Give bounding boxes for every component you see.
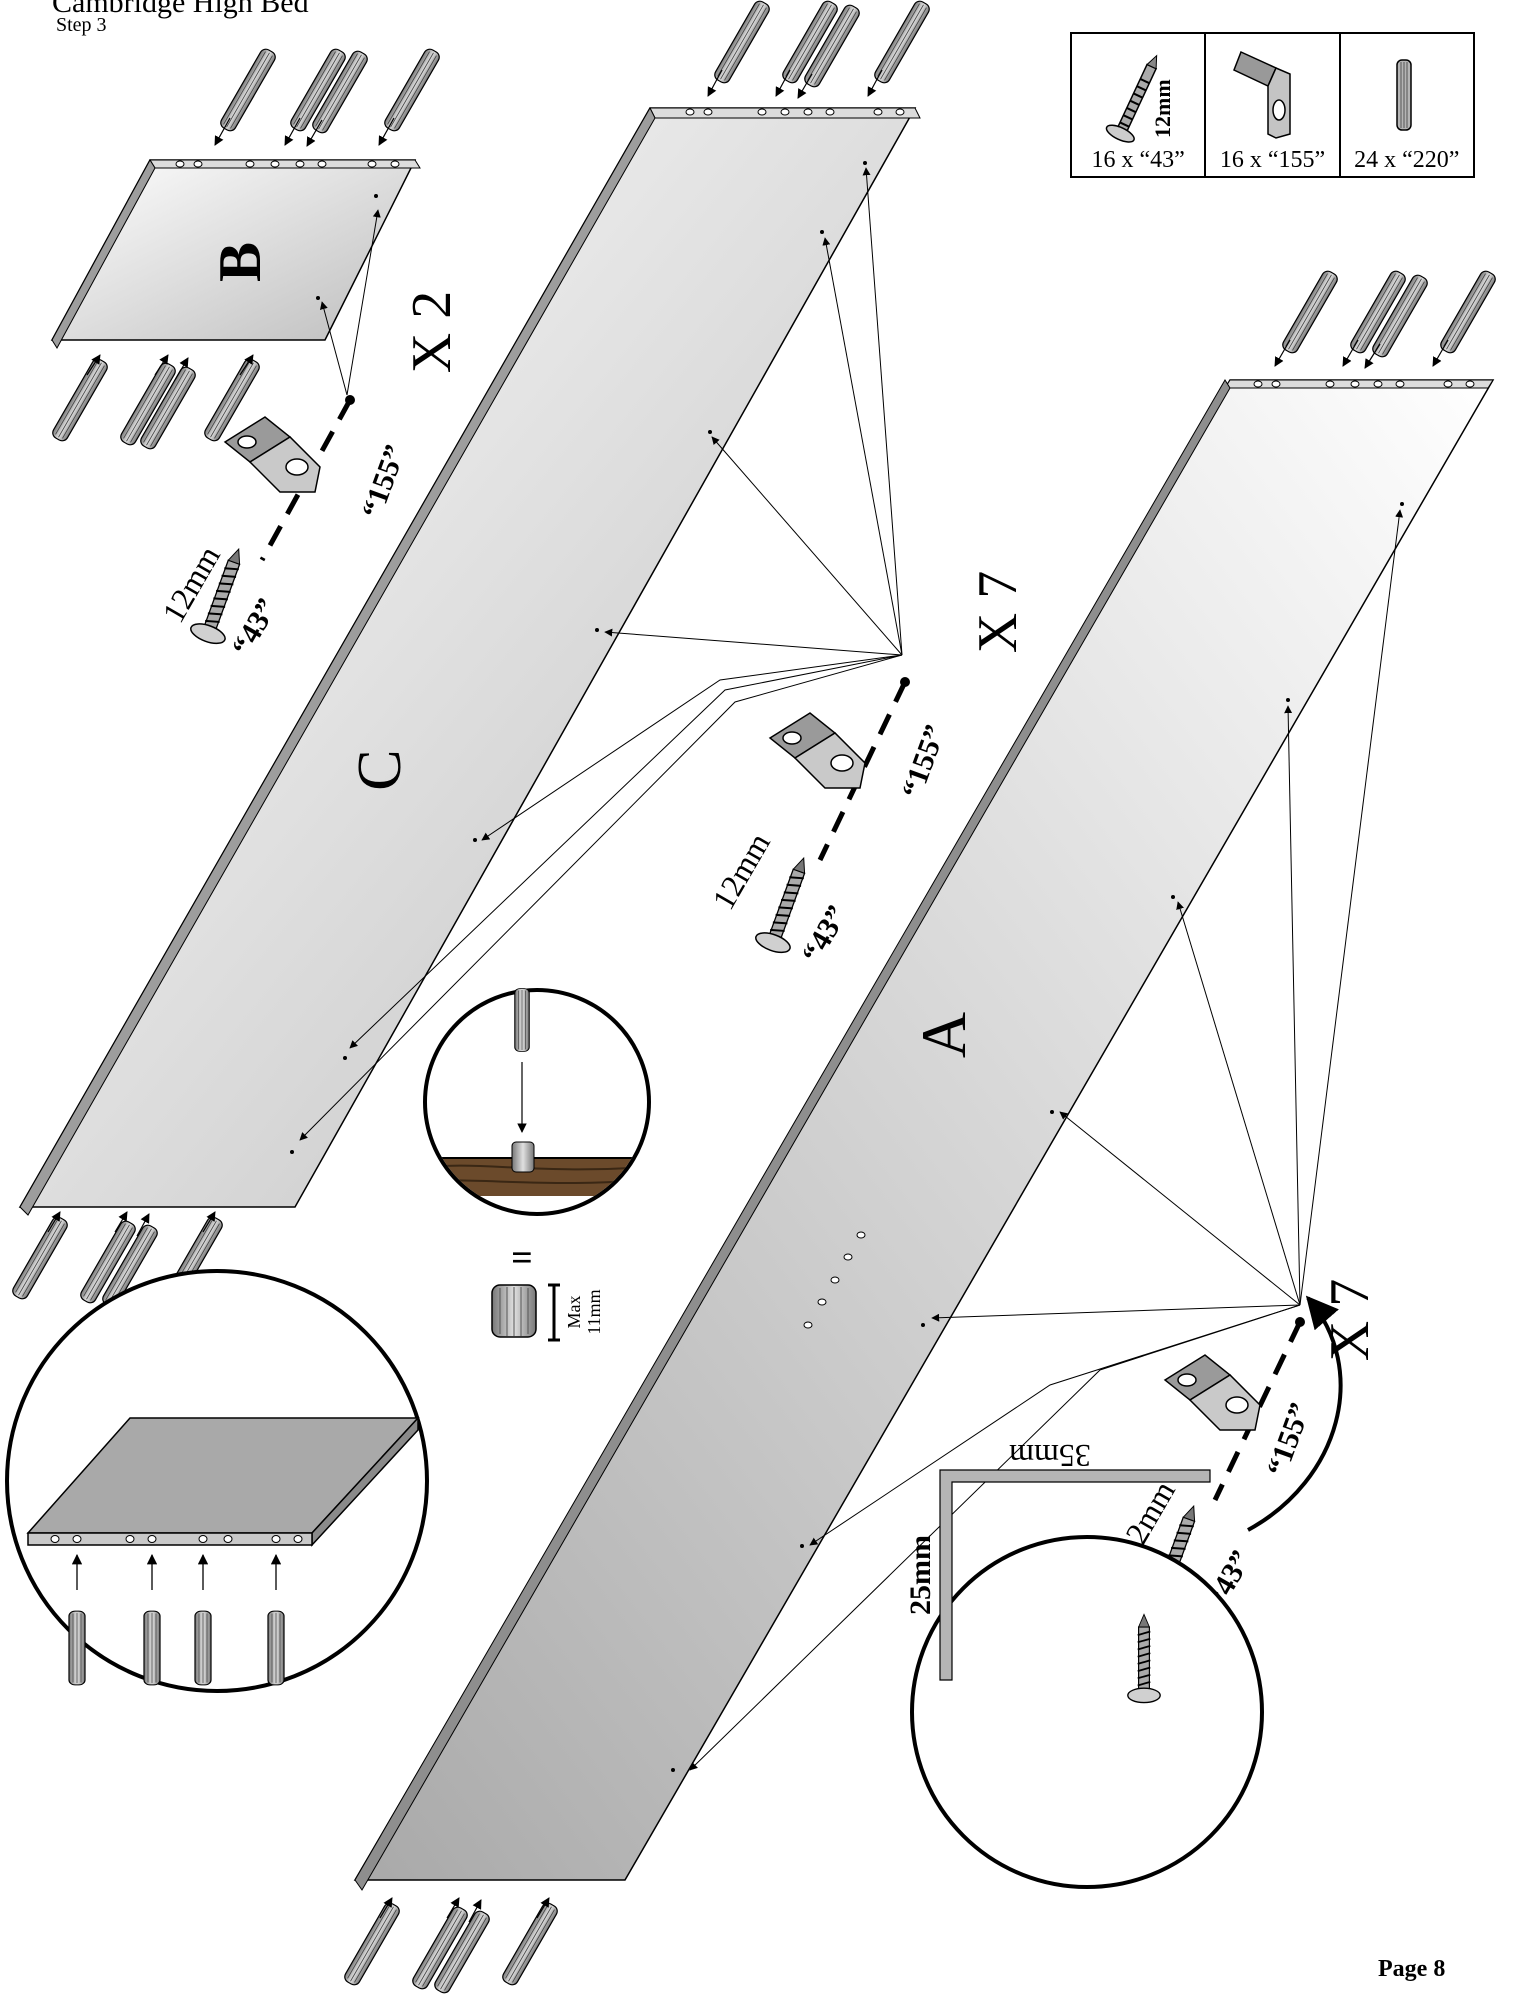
legend-cell-dowel: 24 x “220” [1341, 34, 1473, 176]
dowels-c-top [707, 0, 933, 99]
screw-length-c: 12mm [705, 827, 777, 916]
bracket-icon [769, 712, 866, 789]
legend-screw-qty: 16 x “43” [1091, 147, 1185, 173]
bracket-code-c: “155” [896, 721, 953, 803]
page-title: Cambridge High Bed [52, 0, 309, 19]
dowels-b-bottom [49, 354, 263, 452]
multiplier-c: X 7 [967, 571, 1029, 653]
dowel-icon [1395, 59, 1412, 131]
panel-a [353, 379, 1495, 1891]
bracket-dimension-detail [910, 1295, 1343, 1889]
dowels-c-bottom [9, 1211, 226, 1310]
screw-icon [1105, 54, 1158, 143]
legend-bracket-qty: 16 x “155” [1219, 147, 1326, 173]
panel-c-label: C [346, 749, 414, 790]
dowels-a-top [1274, 268, 1499, 369]
equals-sign: = [511, 1237, 533, 1279]
fixing-a [689, 509, 1404, 1771]
depth-label: 11mm [584, 1289, 604, 1334]
bracket-code-a: “155” [1261, 1399, 1318, 1481]
fixing-c [299, 167, 903, 1141]
screw-code-b: “43” [225, 593, 284, 661]
panel-c [18, 106, 921, 1216]
panel-a-label: A [908, 1012, 979, 1058]
dowels-a-bottom [341, 1897, 561, 1996]
max-label: Max [564, 1296, 584, 1329]
legend-cell-bracket: 16 x “155” [1206, 34, 1341, 176]
multiplier-b: X 2 [401, 291, 463, 373]
legend-dowel-qty: 24 x “220” [1354, 147, 1460, 173]
multiplier-a: X 7 [1319, 1279, 1381, 1361]
panel-edge-detail [5, 1269, 429, 1693]
bracket-icon [1164, 1354, 1261, 1431]
bracket-height-label: 25mm [904, 1535, 937, 1615]
panel-b-label: B [207, 242, 273, 282]
panel-b [50, 159, 421, 349]
fixing-b [187, 209, 381, 649]
dowel-stub-icon [491, 1283, 560, 1342]
parts-legend: 12mm 16 x “43” 16 x “155” 24 x “220” [1070, 32, 1475, 178]
bracket-icon [1233, 50, 1292, 139]
page-number: Page 8 [1378, 1956, 1446, 1982]
dowels-b-top [214, 46, 443, 147]
legend-cell-screw: 12mm 16 x “43” [1072, 34, 1207, 176]
bracket-width-label: 35mm [1009, 1438, 1091, 1474]
bracket-code-b: “155” [356, 441, 413, 523]
dowel-depth-detail [423, 987, 651, 1216]
screw-code-c: “43” [795, 900, 854, 968]
step-label: Step 3 [56, 14, 107, 36]
